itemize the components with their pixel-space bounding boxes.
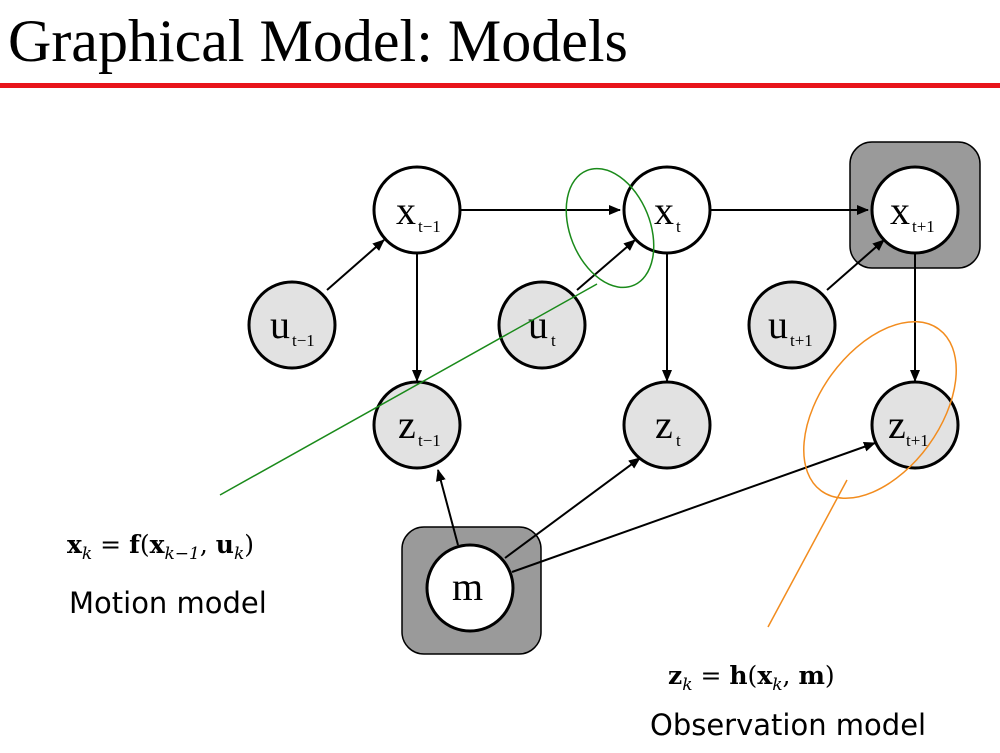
title-rule	[0, 83, 1000, 88]
node-m: m	[425, 543, 515, 633]
edge-m-to-z-prev	[436, 469, 459, 546]
motion-callout-leader	[219, 283, 598, 496]
node-u-prev: u t−1	[247, 280, 337, 370]
svg-text:u: u	[528, 302, 548, 347]
node-z-next: z t+1	[870, 380, 960, 470]
svg-text:x: x	[396, 188, 416, 233]
node-x-prev: x t−1	[372, 165, 462, 255]
svg-text:x: x	[654, 188, 674, 233]
svg-text:t−1: t−1	[418, 431, 441, 450]
node-z-t: z t	[622, 380, 712, 470]
svg-text:t: t	[551, 331, 556, 350]
observation-callout-leader	[767, 479, 848, 628]
svg-text:t: t	[676, 431, 681, 450]
svg-text:t: t	[676, 217, 681, 236]
slide-title: Graphical Model: Models	[8, 8, 628, 74]
motion-model-equation: xk = f(xk−1, uk)	[67, 530, 254, 564]
svg-text:u: u	[270, 302, 290, 347]
edge-m-to-z-t	[504, 457, 641, 559]
svg-text:z: z	[655, 402, 673, 447]
node-u-next: u t+1	[747, 280, 837, 370]
svg-text:t−1: t−1	[292, 331, 315, 350]
edge-m-to-z-next	[511, 441, 876, 573]
node-z-prev: z t−1	[372, 380, 462, 470]
svg-text:t+1: t+1	[912, 217, 935, 236]
observation-model-label: Observation model	[650, 708, 927, 742]
edge-u-next-to-x-next	[826, 239, 885, 291]
svg-text:t+1: t+1	[790, 331, 813, 350]
observation-model-callout	[767, 320, 957, 628]
motion-model-label: Motion model	[69, 586, 267, 620]
observation-model-equation: zk = h(xk, m)	[668, 661, 835, 695]
edges	[326, 205, 920, 573]
svg-text:u: u	[768, 302, 788, 347]
edge-u-t-to-x-t	[576, 239, 636, 291]
svg-text:t+1: t+1	[906, 431, 929, 450]
node-x-next: x t+1	[870, 165, 960, 255]
svg-text:z: z	[888, 402, 906, 447]
motion-callout-ellipse	[565, 167, 655, 289]
node-x-t: x t	[622, 165, 712, 255]
svg-text:m: m	[452, 564, 483, 609]
motion-model-callout	[219, 167, 655, 496]
edge-u-prev-to-x-prev	[326, 239, 385, 291]
node-u-t: u t	[497, 280, 587, 370]
svg-text:x: x	[890, 188, 910, 233]
svg-text:t−1: t−1	[418, 217, 441, 236]
svg-text:z: z	[398, 402, 416, 447]
observation-callout-ellipse	[803, 320, 957, 500]
